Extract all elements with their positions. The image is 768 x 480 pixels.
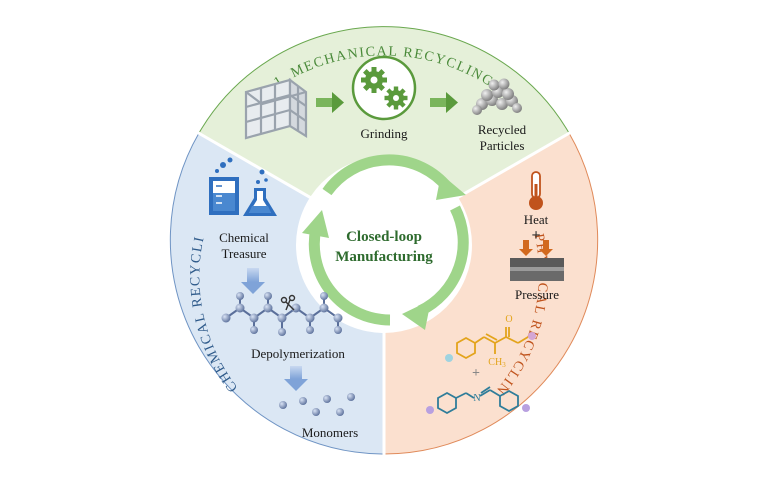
blue-molecule-icon (437, 386, 519, 415)
purple-end-icon-2 (522, 404, 530, 412)
plus-sign-2: + (472, 366, 480, 381)
recycled-particles-label-1: Recycled (478, 122, 527, 137)
recycled-particles-label-2: Particles (480, 138, 525, 153)
flask-icon (243, 169, 277, 216)
oxygen-label: O (505, 314, 512, 325)
press-plates-icon (510, 240, 564, 281)
center-label-line2: Manufacturing (335, 249, 433, 265)
plus-sign: + (531, 227, 540, 244)
depolymerization-label: Depolymerization (251, 346, 345, 361)
ch3-label: CH3 (488, 357, 506, 369)
center-circle (296, 157, 472, 333)
heat-label: Heat (524, 212, 549, 227)
cycle-arrows-icon (308, 154, 469, 326)
down-arrow-icon (241, 268, 265, 294)
monomers-icon (279, 393, 355, 416)
pressure-label: Pressure (515, 287, 559, 302)
particles-pile-icon (472, 78, 522, 115)
nitrogen-label: N (473, 393, 480, 404)
chemical-treasure-label-1: Chemical (219, 230, 269, 245)
chemical-treasure-label-2: Treasure (221, 246, 266, 261)
arrow-to-particles-icon (430, 92, 458, 113)
down-arrow-icon-2 (284, 366, 308, 391)
purple-end-icon (426, 406, 434, 414)
beaker-icon (209, 157, 239, 215)
lattice-cube-icon (244, 77, 308, 140)
pink-end-icon-2 (528, 332, 536, 340)
monomers-label: Monomers (302, 425, 358, 440)
orange-molecule-icon (456, 327, 529, 360)
grinding-label: Grinding (361, 126, 408, 141)
arrow-to-grinding-icon (316, 92, 344, 113)
scissors-icon (280, 294, 296, 311)
polymer-chain-icon (221, 292, 343, 336)
pink-end-icon (445, 354, 453, 362)
thermometer-icon (529, 171, 543, 210)
gears-icon (351, 55, 417, 121)
center-label-line1: Closed-loop (346, 229, 422, 245)
